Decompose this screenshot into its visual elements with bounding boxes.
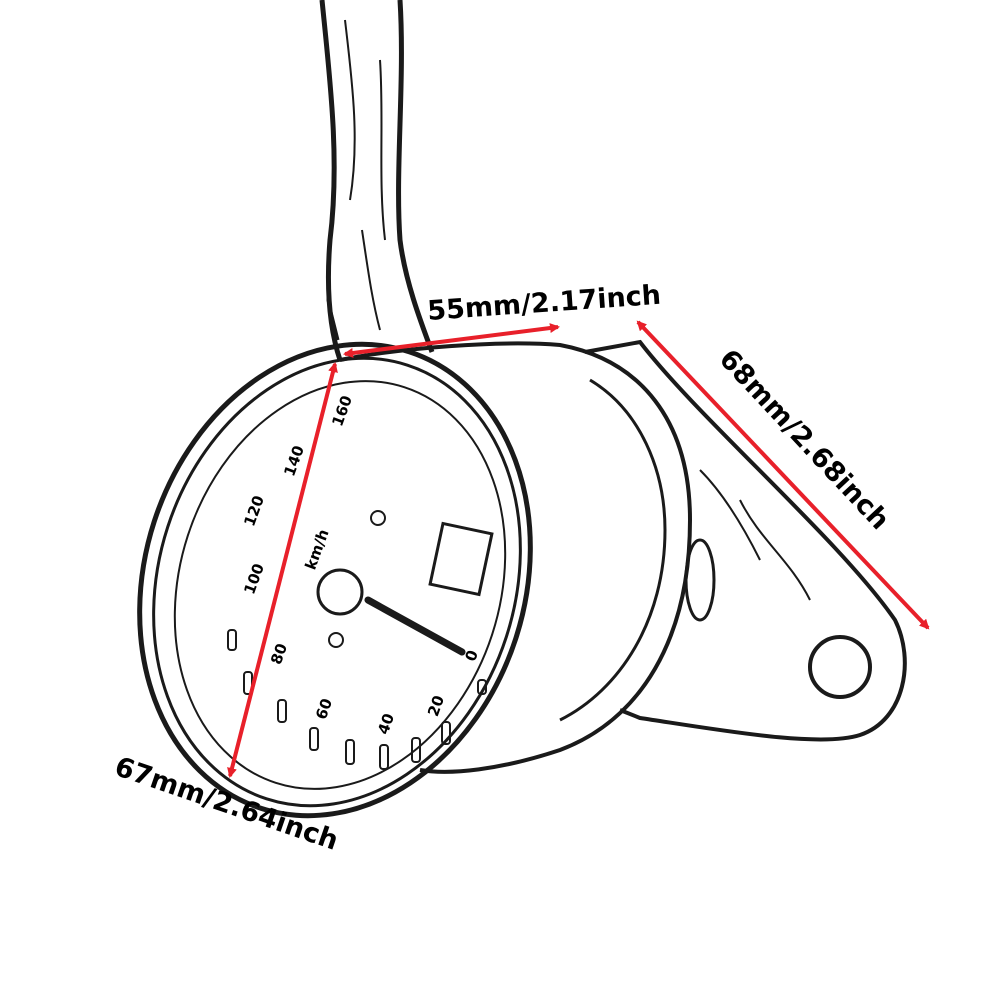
screw-icon	[370, 510, 386, 526]
width-dimension-label: 55mm/2.17inch	[426, 280, 662, 327]
speed-scale-labels: 20 40 60 80 100 120 140 160 0 km/h	[240, 393, 482, 737]
speed-label: 100	[240, 561, 268, 597]
height-dimension-label: 67mm/2.64inch	[111, 751, 342, 857]
dimension-arrows	[227, 320, 930, 778]
speed-label: 60	[312, 696, 336, 722]
speed-label: 140	[280, 443, 308, 479]
speed-label: 160	[328, 393, 356, 429]
screw-icon	[328, 632, 344, 648]
mounting-bracket	[584, 339, 907, 742]
mounting-strap	[319, 0, 435, 361]
width-arrow	[343, 323, 560, 358]
unit-label: km/h	[301, 527, 332, 572]
gauge-needle	[364, 596, 466, 656]
speed-label: 20	[424, 693, 448, 719]
digital-gear-display	[428, 521, 494, 597]
speed-label: 80	[267, 641, 291, 667]
bracket-mounting-hole	[808, 635, 872, 699]
depth-dimension-label: 68mm/2.68inch	[713, 344, 895, 536]
speed-label: 120	[240, 493, 268, 529]
depth-arrow	[636, 320, 930, 630]
height-arrow	[227, 362, 338, 778]
dimension-labels: 55mm/2.17inch 68mm/2.68inch 67mm/2.64inc…	[111, 280, 895, 857]
zero-label: 0	[461, 648, 481, 664]
speed-label: 40	[374, 711, 398, 737]
needle-hub	[316, 568, 364, 616]
gauge-housing	[339, 341, 716, 774]
